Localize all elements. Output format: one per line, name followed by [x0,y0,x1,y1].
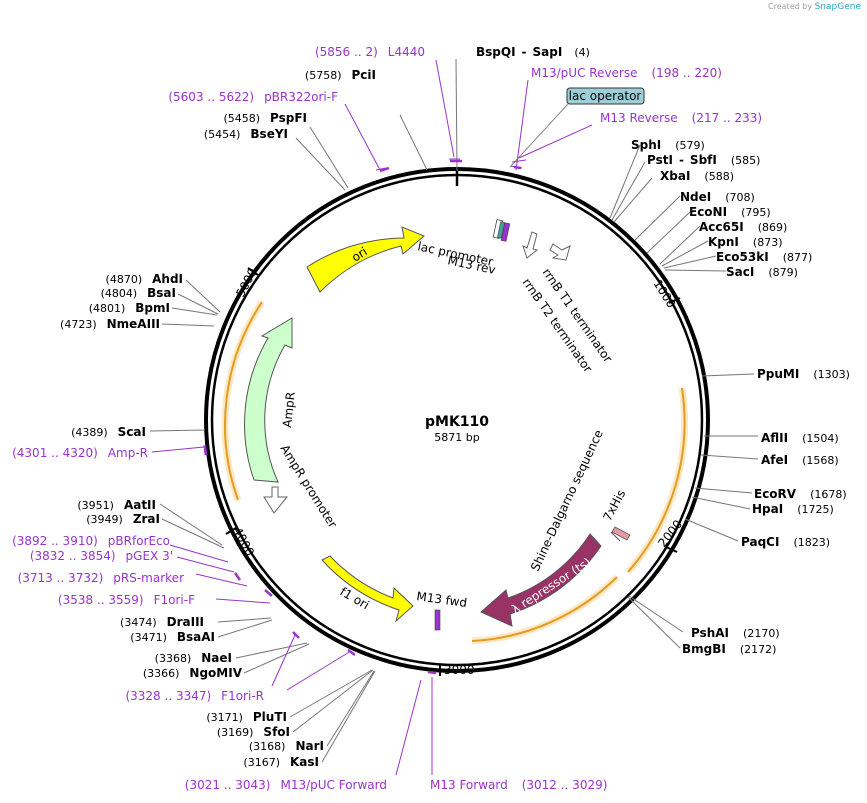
enzyme-nari: (3168)NarI [249,739,324,753]
credit-prefix: Created by [768,2,813,11]
rrnb-t2-arrow [522,231,539,259]
tick-label-5000: 5000 [233,266,260,300]
lac-operator-box [566,87,645,105]
enzyme-sphi: SphI(579) [631,138,705,152]
enzyme-aatii: (3951)AatII [77,498,156,512]
primer-m13-forward: M13 Forward(3012 .. 3029) [430,778,607,792]
position-ticks [225,267,681,676]
primer-l4440: (5856 .. 2)L4440 [315,45,425,59]
plasmid-size: 5871 bp [434,431,479,444]
m13-fwd-label: M13 fwd [416,589,468,610]
tick-label-3000: 3000 [444,663,475,677]
enzyme-scai: (4389)ScaI [71,425,146,439]
repressor-feature-arrow [480,533,602,627]
enzyme-bsaai: (3471)BsaAI [130,630,215,644]
enzyme-hpai: HpaI(1725) [752,502,834,516]
ori-feature-arrow [306,226,425,293]
enzyme-zrai: (3949)ZraI [86,512,160,526]
enzyme-bseyi: (5454)BseYI [204,127,288,141]
primer-pbr322ori-f: (5603 .. 5622)pBR322ori-F [168,90,338,104]
enzyme-saci: SacI(879) [726,265,798,279]
plasmid-name: pMK110 [425,414,489,430]
tick-mark-4000 [225,527,237,535]
enzyme-ahdi: (4870)AhdI [106,272,183,286]
enzyme-draiii: (3474)DraIII [120,615,204,629]
highlight-arc-right-line [627,387,686,573]
enzyme-ppumi: PpuMI(1303) [757,367,850,381]
primer-pgex-3: (3832 .. 3854)pGEX 3' [30,549,173,563]
primer-m13-puc-reverse: M13/pUC Reverse(198 .. 220) [531,66,722,80]
enzyme-bsai: (4804)BsaI [101,286,176,300]
primer-prs-marker: (3713 .. 3732)pRS-marker [18,571,184,585]
enzyme-leaders [149,58,759,763]
lac-operator-connector [509,103,569,168]
rrnb-t1-arrow [549,243,571,261]
primer-f1ori-r: (3328 .. 3347)F1ori-R [125,689,264,703]
enzyme-bpmi: (4801)BpmI [89,301,170,315]
enzyme-afei: AfeI(1568) [761,453,839,467]
tick-label-4000: 4000 [230,525,257,559]
enzyme-ndei: NdeI(708) [680,190,755,204]
enzyme-ngomiv: (3366)NgoMIV [143,666,243,680]
enzyme-labels: BspQI-SapI(4) (5758)PciI (5458)PspFI (54… [60,45,850,769]
primer-amp-r: (4301 .. 4320)Amp-R [12,446,148,460]
tick-mark-1000 [668,297,681,304]
lac-operator-label: lac operator [569,89,642,103]
enzyme-naei: (3368)NaeI [155,651,232,665]
ampr-promoter-label: AmpR promoter [277,442,339,530]
enzyme-acc65i: Acc65I(869) [699,220,787,234]
m13-rev-marker [500,222,511,242]
tick-mark-2000 [665,546,678,553]
enzyme-sfoi: (3169)SfoI [217,725,290,739]
enzyme-ecorv: EcoRV(1678) [754,487,847,501]
snapgene-credit: Created by SnapGene [768,2,861,12]
primer-pbrforeco: (3892 .. 3910)pBRforEco [12,534,170,548]
enzyme-bspqi: BspQI-SapI(4) [476,45,590,59]
lac-operator-marker [497,221,505,239]
enzyme-kpni: KpnI(873) [708,235,783,249]
ampr-promoter-arrow [263,486,289,514]
m13-fwd-marker [434,609,441,631]
enzyme-pspfi: (5458)PspFI [223,111,307,125]
enzyme-paqci: PaqCI(1823) [741,535,830,549]
primer-m13-puc-forward: (3021 .. 3043)M13/pUC Forward [185,778,387,792]
tick-mark-5000 [247,267,259,276]
primer-labels: (5856 .. 2)L4440 M13/pUC Reverse(198 .. … [12,45,762,792]
enzyme-eco53ki: Eco53kI(877) [716,250,812,264]
primer-f1ori-f: (3538 .. 3559)F1ori-F [58,593,195,607]
enzyme-pshai: PshAI(2170) [691,626,780,640]
primer-leaders [151,59,593,776]
shine-marker [610,531,621,542]
enzyme-kasi: (3167)KasI [243,755,319,769]
enzyme-pluti: (3171)PluTI [206,710,287,724]
f1-ori-feature-arrow [321,555,414,623]
enzyme-nmeaiii: (4723)NmeAIII [60,317,160,331]
snapgene-logo: SnapGene [814,2,861,12]
enzyme-psti: PstI-SbfI(585) [647,153,760,167]
primer-m13-reverse: M13 Reverse(217 .. 233) [600,111,762,125]
enzyme-econi: EcoNI(795) [689,205,771,219]
his-tag-label: 7xHis [600,487,628,523]
enzyme-aflii: AflII(1504) [761,431,839,445]
ampr-feature-arrow [244,317,293,483]
his-tag-marker [611,526,631,541]
enzyme-bmgbi: BmgBI(2172) [682,642,776,656]
primer-site-marks [203,159,522,675]
enzyme-xbai: XbaI(588) [660,169,734,183]
ampr-label: AmpR [280,391,298,428]
enzyme-pcii: (5758)PciI [305,68,376,82]
highlight-arc-left-line [224,301,263,501]
highlight-arc-bottom-line [471,576,618,642]
